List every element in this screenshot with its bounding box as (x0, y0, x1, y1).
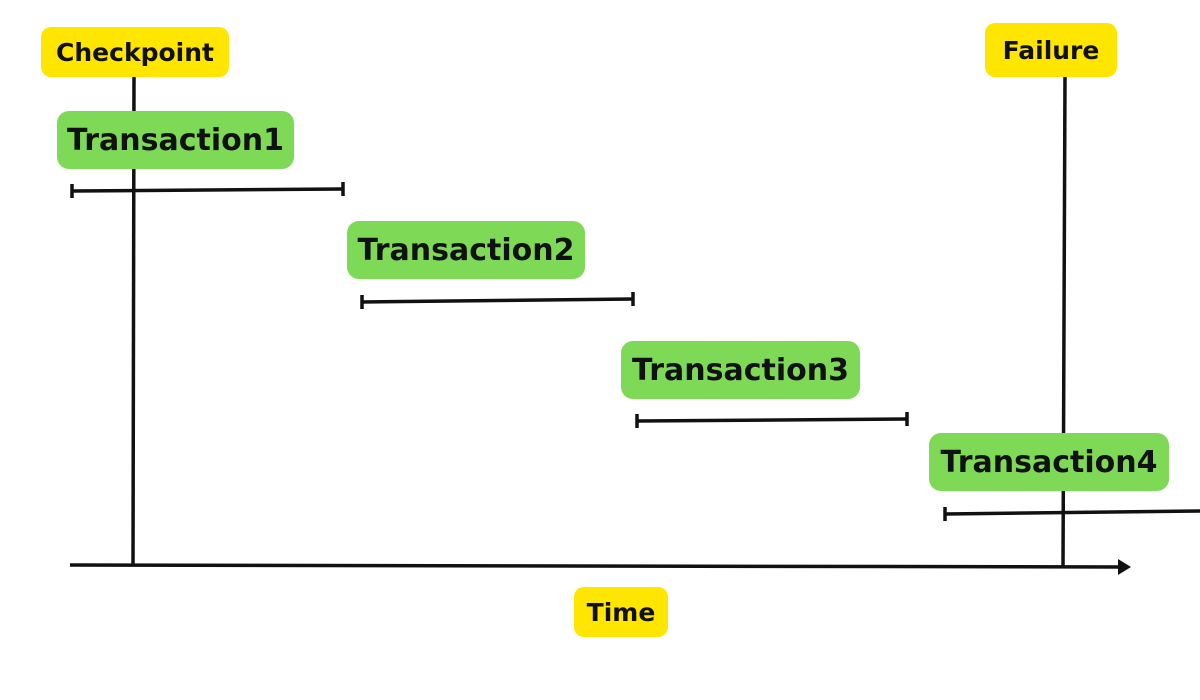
failure-label: Failure (985, 23, 1117, 77)
checkpoint-label: Checkpoint (41, 27, 229, 77)
transaction2-label: Transaction2 (347, 221, 585, 279)
time-axis-label: Time (574, 587, 668, 637)
transaction3-label: Transaction3 (621, 341, 860, 399)
time-axis-arrowhead (1118, 559, 1131, 575)
transaction4-span (943, 507, 1200, 521)
transaction1-label: Transaction1 (57, 111, 294, 169)
transaction1-span (70, 182, 345, 198)
transaction4-label: Transaction4 (929, 433, 1169, 491)
transaction3-span (635, 412, 909, 428)
time-axis (69, 563, 1123, 569)
transaction2-span (360, 292, 635, 309)
failure-line (1061, 75, 1067, 568)
